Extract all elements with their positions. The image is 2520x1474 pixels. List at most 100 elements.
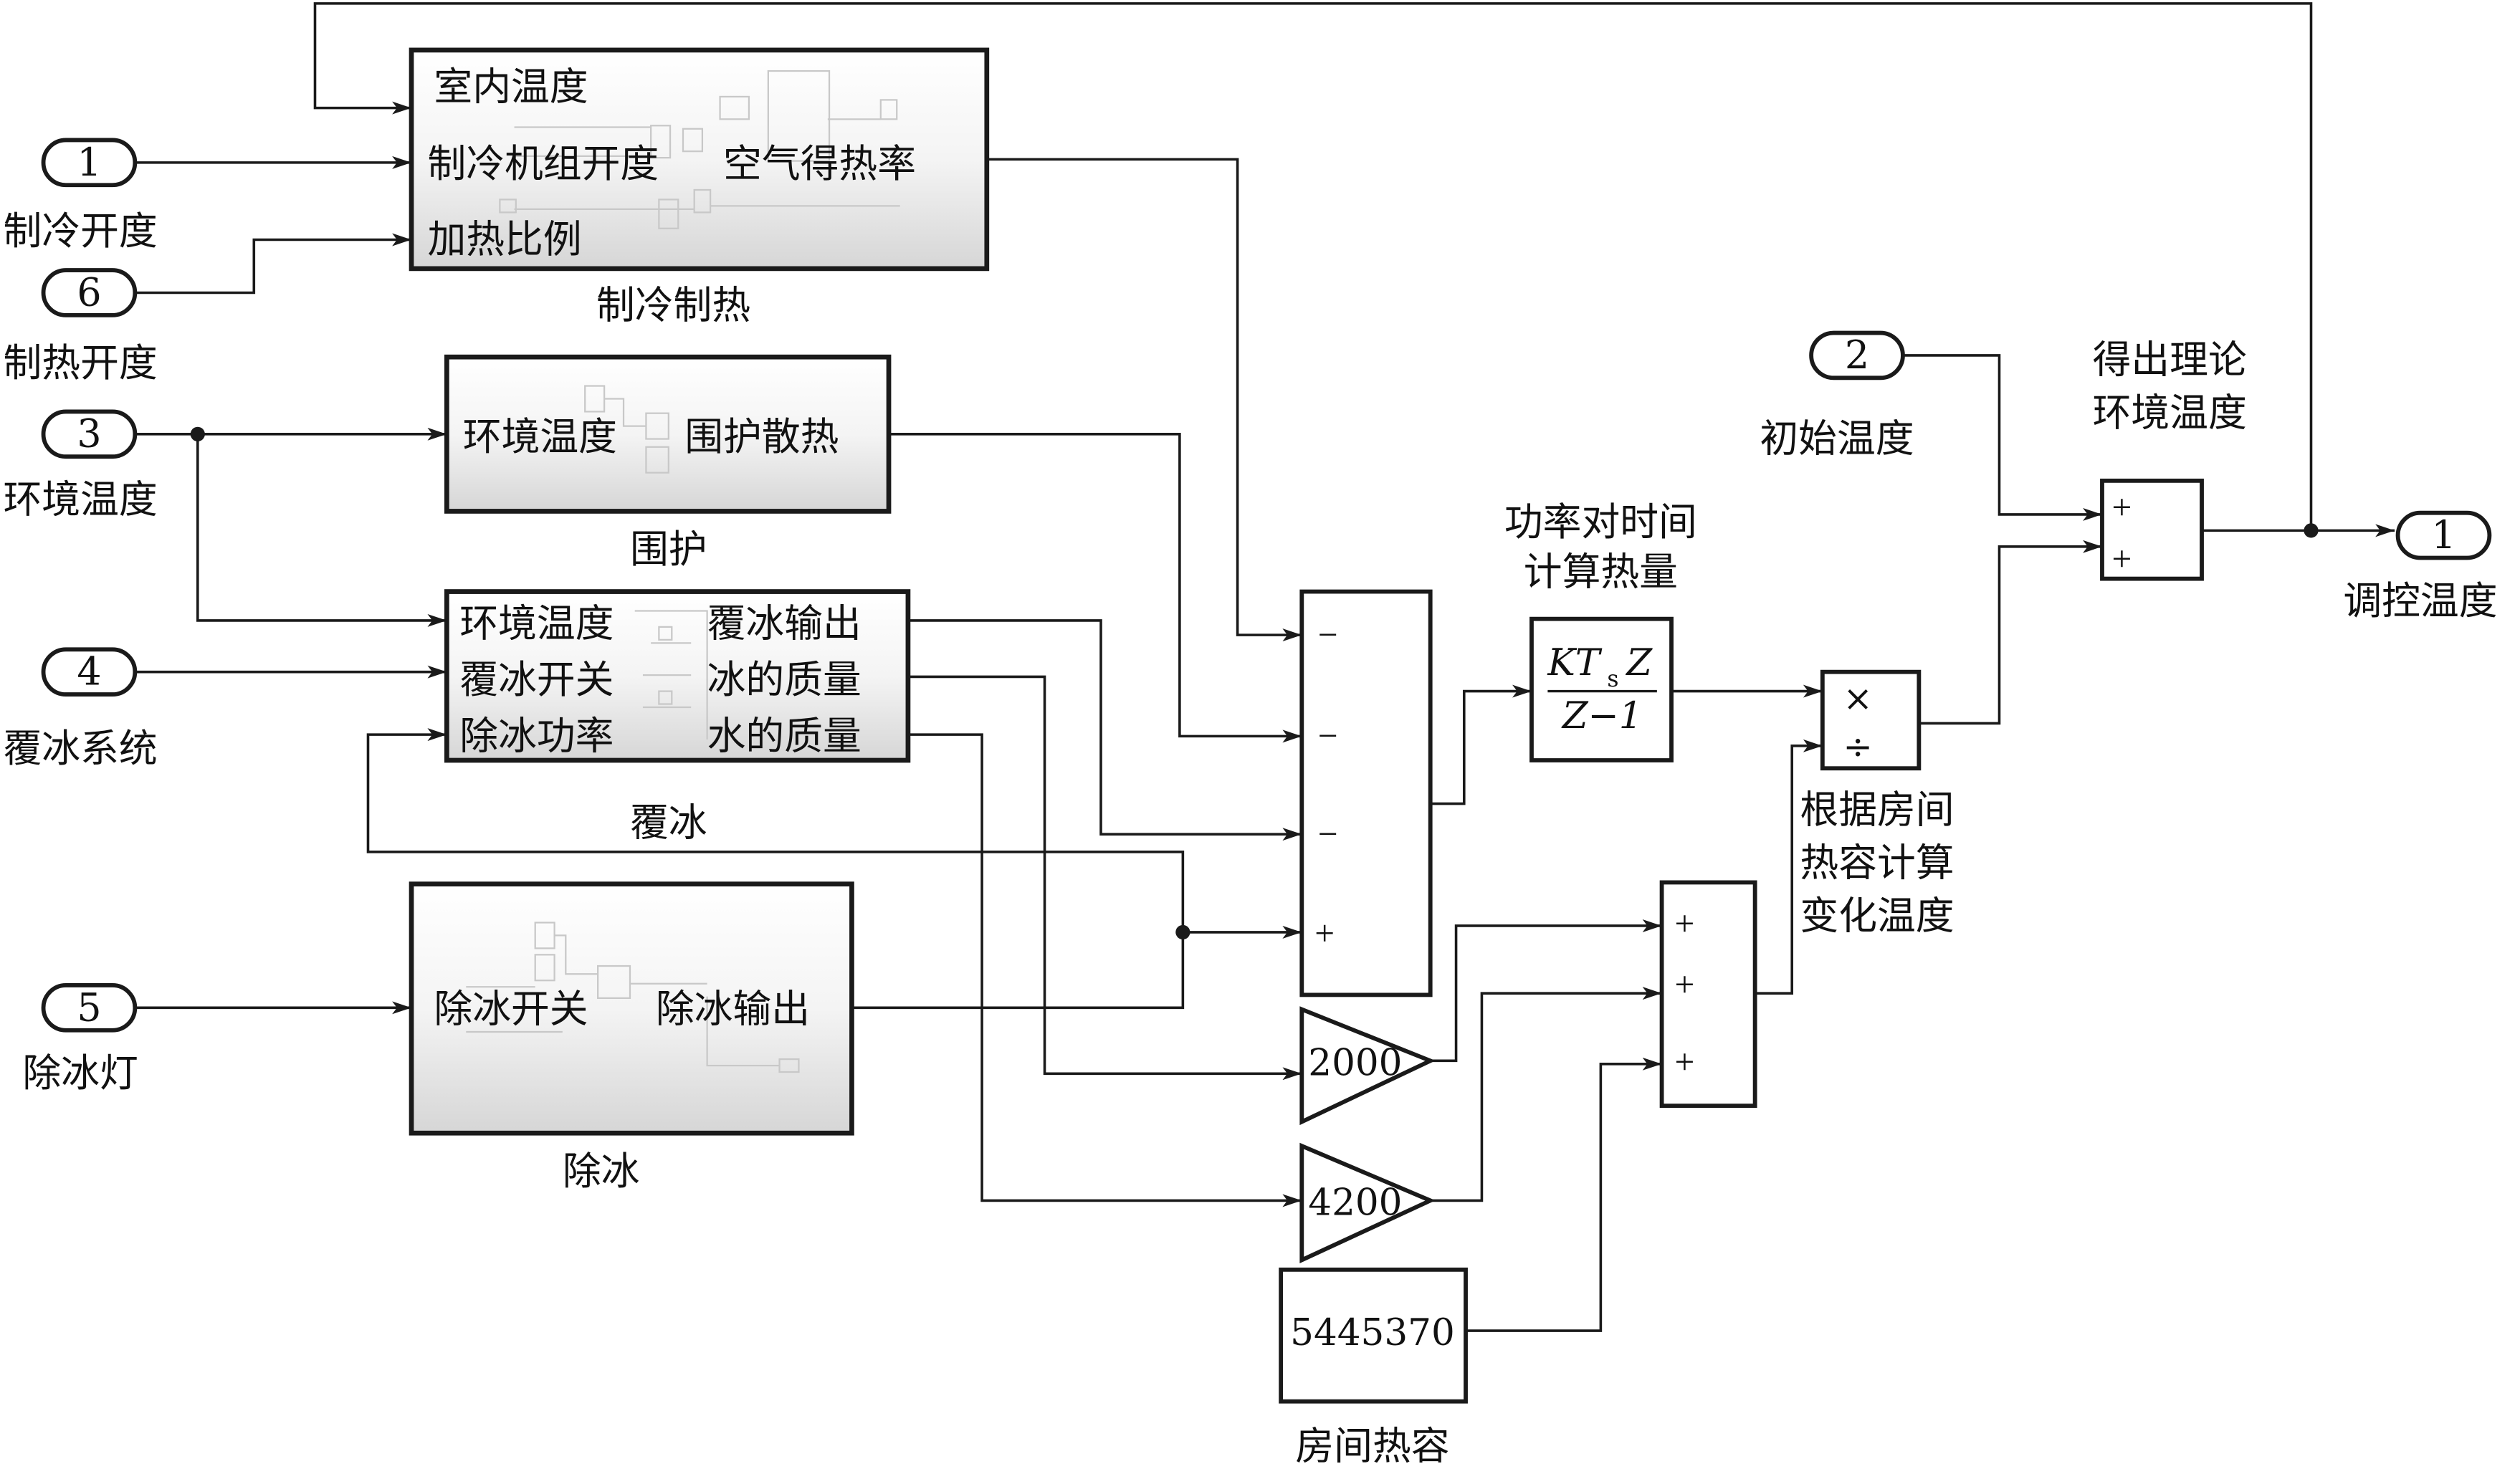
sign-plus: + <box>2111 488 2132 527</box>
port-heating-ratio: 加热比例 <box>427 216 581 262</box>
integrator-label-line2: 计算热量 <box>1524 550 1678 595</box>
inport-number: 1 <box>77 140 101 185</box>
inport-4[interactable]: 4 <box>41 647 138 697</box>
product-label-line3: 变化温度 <box>1800 893 1954 938</box>
outport-1[interactable]: 1 <box>2395 510 2492 560</box>
inport-number: 3 <box>77 411 101 456</box>
subsystem-preview-graphic <box>466 922 800 1073</box>
port-icing-switch: 覆冰开关 <box>459 657 614 702</box>
integrator-numerator-kt: KT <box>1547 641 1603 684</box>
inport-label-deicing-lamp: 除冰灯 <box>22 1051 138 1096</box>
wire-gain4200-out <box>1430 987 1662 1202</box>
subsystem-envelope[interactable]: 环境温度 围护散热 <box>444 354 892 514</box>
sign-plus: + <box>1675 904 1695 943</box>
inport-number: 5 <box>77 985 101 1030</box>
gain-block-4200[interactable]: 4200 <box>1299 1142 1436 1263</box>
wire-constant-out <box>1466 1057 1662 1332</box>
port-ambient-temp: 环境温度 <box>463 414 617 459</box>
final-sum-label-line1: 得出理论 <box>2093 338 2247 383</box>
junction-ambient-temp <box>190 426 205 441</box>
wire-water-mass <box>907 733 1302 1207</box>
inport-2[interactable]: 2 <box>1809 330 1905 381</box>
port-deicing-output: 除冰输出 <box>656 987 810 1032</box>
port-air-heat-gain: 空气得热率 <box>723 141 916 186</box>
inport-label-heating-opening: 制热开度 <box>3 340 157 386</box>
wire-ice-mass <box>907 675 1302 1081</box>
outport-number: 1 <box>2431 512 2455 557</box>
integrator-numerator-z: Z <box>1625 641 1653 684</box>
wires <box>135 2 2395 1332</box>
inport-label-cooling-opening: 制冷开度 <box>3 209 157 254</box>
gain-block-2000[interactable]: 2000 <box>1299 1006 1436 1126</box>
product-block[interactable]: × ÷ <box>1820 669 1922 771</box>
inport-6[interactable]: 6 <box>41 268 138 317</box>
wire-in3-branch <box>196 434 447 627</box>
wire-air-heat <box>986 158 1302 642</box>
sign-minus: − <box>1318 615 1338 654</box>
inport-number: 2 <box>1845 332 1869 378</box>
integrator-denominator: Z−1 <box>1561 694 1643 737</box>
sum-heat-capacity-block[interactable]: + + + <box>1659 880 1757 1109</box>
sign-minus: − <box>1318 814 1338 853</box>
product-label-line2: 热容计算 <box>1800 840 1954 885</box>
wire-deice-power <box>366 728 1185 932</box>
subsystem-preview-graphic <box>634 610 708 740</box>
product-label-line1: 根据房间 <box>1800 787 1954 832</box>
port-icing-output: 覆冰输出 <box>707 600 862 646</box>
sign-plus: + <box>1314 914 1335 953</box>
subsystem-label-deicing: 除冰 <box>563 1149 640 1194</box>
wire-deicing-out <box>851 925 1302 1010</box>
wire-gain2000-out <box>1430 919 1662 1063</box>
wire-sum-to-integrator <box>1430 684 1532 805</box>
port-deicing-switch: 除冰开关 <box>434 987 588 1032</box>
port-ambient-temp: 环境温度 <box>459 600 614 646</box>
wire-envelope <box>889 433 1302 743</box>
junction-deicing <box>1175 924 1190 940</box>
inport-5[interactable]: 5 <box>41 983 138 1033</box>
gain-value: 2000 <box>1308 1042 1402 1085</box>
sum-final-block[interactable]: + + <box>2100 478 2204 581</box>
subsystem-label-icing: 覆冰 <box>630 800 707 845</box>
wire-feedback-indoor-temp <box>313 2 2313 531</box>
port-deicing-power: 除冰功率 <box>459 713 614 758</box>
wire-product-out <box>1919 540 2102 725</box>
junction-output <box>2304 523 2319 538</box>
port-ice-mass: 冰的质量 <box>707 657 862 702</box>
port-indoor-temp: 室内温度 <box>434 64 588 109</box>
sign-plus: + <box>1675 1042 1695 1081</box>
final-sum-label-line2: 环境温度 <box>2093 391 2247 436</box>
wire-heatcap-to-product <box>1755 739 1823 995</box>
inport-label-ambient-temp: 环境温度 <box>3 477 157 522</box>
inport-label-icing-system: 覆冰系统 <box>3 726 157 771</box>
subsystem-preview-graphic <box>584 385 669 474</box>
inport-3[interactable]: 3 <box>41 409 138 459</box>
integrator-subscript-s: s <box>1607 666 1618 692</box>
wire-icing-out <box>907 619 1302 841</box>
wire-in6 <box>135 233 412 295</box>
sum-power-block[interactable]: − − − + <box>1299 589 1433 997</box>
gain-value: 4200 <box>1308 1182 1402 1225</box>
inport-label-initial-temp: 初始温度 <box>1760 416 1914 461</box>
inport-1[interactable]: 1 <box>41 138 138 188</box>
divide-icon: ÷ <box>1843 726 1872 767</box>
outport-label-regulated-temp: 调控温度 <box>2343 578 2497 623</box>
sign-plus: + <box>1675 965 1695 1005</box>
discrete-integrator-block[interactable]: KT s Z Z−1 <box>1529 616 1674 762</box>
integrator-label-line1: 功率对时间 <box>1504 499 1697 545</box>
subsystem-label-envelope: 围护 <box>630 527 707 572</box>
constant-label-room-heat-capacity: 房间热容 <box>1295 1423 1449 1468</box>
subsystem-icing[interactable]: 环境温度 覆冰开关 除冰功率 覆冰输出 冰的质量 水的质量 <box>444 589 911 763</box>
constant-value: 5445370 <box>1290 1311 1455 1354</box>
sign-minus: − <box>1318 716 1338 755</box>
wire-in2 <box>1902 354 2102 521</box>
subsystem-label-cooling-heating: 制冷制热 <box>596 282 750 327</box>
subsystem-preview-graphic <box>499 70 900 229</box>
subsystem-cooling-heating[interactable]: 室内温度 制冷机组开度 加热比例 空气得热率 <box>409 47 990 272</box>
subsystem-deicing[interactable]: 除冰开关 除冰输出 <box>409 881 854 1136</box>
sign-plus: + <box>2111 539 2132 578</box>
multiply-icon: × <box>1843 678 1872 719</box>
port-water-mass: 水的质量 <box>707 713 862 758</box>
inport-number: 4 <box>77 649 101 694</box>
constant-block[interactable]: 5445370 <box>1279 1267 1468 1404</box>
